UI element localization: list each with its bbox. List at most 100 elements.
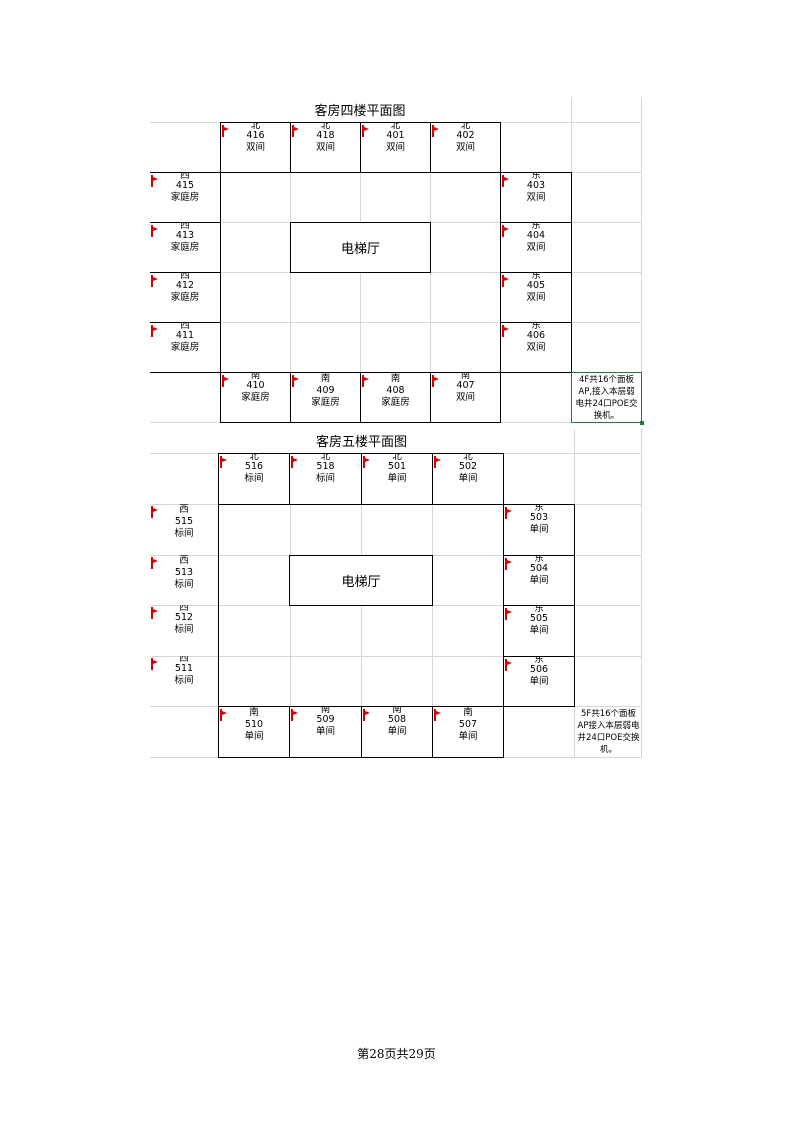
room-number: 418: [316, 130, 335, 141]
flag-icon: [502, 225, 509, 237]
room-direction: 南: [249, 707, 259, 718]
floor4-ap-note-text: 4F共16个面板AP,接入本层弱电井24口POE交换机。: [575, 374, 638, 421]
room-number: 401: [386, 130, 405, 141]
room-direction: 东: [531, 272, 541, 280]
room-type: 家庭房: [381, 397, 410, 408]
room-type: 双间: [526, 192, 546, 203]
gridline: [641, 97, 642, 422]
room-direction: 北: [250, 122, 261, 130]
room-direction: 北: [320, 122, 331, 130]
flag-icon: [151, 225, 158, 237]
flag-icon: [291, 709, 298, 721]
room-number: 406: [526, 330, 546, 341]
room-type: 家庭房: [170, 342, 200, 353]
room-number: 513: [174, 567, 194, 578]
elevator-hall-label: 电梯厅: [340, 242, 380, 257]
room-number: 415: [175, 180, 195, 191]
room-direction: 东: [531, 322, 541, 330]
room-direction: 东: [531, 172, 541, 180]
room-direction: 西: [179, 656, 189, 663]
room-number: 504: [529, 563, 549, 574]
room-type: 单间: [529, 676, 549, 687]
room-direction: 北: [249, 453, 259, 461]
room-type: 双间: [526, 242, 546, 253]
room-direction: 西: [179, 605, 189, 612]
room-direction: 东: [534, 555, 544, 563]
room-number: 503: [529, 512, 549, 523]
room-type: 单间: [458, 473, 478, 484]
room-number: 410: [246, 380, 265, 391]
room-type: 单间: [315, 726, 335, 737]
flag-icon: [151, 506, 158, 518]
room-direction: 北: [460, 122, 471, 130]
gridline: [641, 429, 642, 757]
flag-icon: [505, 507, 512, 519]
room-number: 511: [174, 663, 194, 674]
flag-icon: [363, 709, 370, 721]
room-type: 标间: [174, 675, 194, 686]
room-number: 402: [456, 130, 475, 141]
flag-icon: [220, 709, 227, 721]
room-type: 双间: [385, 142, 405, 153]
room-direction: 南: [463, 707, 473, 718]
floor4-ap-note[interactable]: 4F共16个面板AP,接入本层弱电井24口POE交换机。: [571, 372, 644, 425]
flag-icon: [151, 175, 158, 187]
room-number: 505: [529, 613, 549, 624]
room-type: 单间: [529, 575, 549, 586]
flag-icon: [291, 456, 298, 468]
fill-handle[interactable]: [640, 421, 644, 425]
flag-icon: [222, 375, 229, 387]
room-direction: 东: [534, 605, 544, 613]
room-number: 518: [316, 461, 335, 472]
gridline: [219, 656, 503, 657]
floor5-ap-note: 5F共16个面板AP接入本层弱电井24口POE交换机。: [575, 706, 642, 757]
room-direction: 北: [463, 453, 473, 461]
room-direction: 西: [180, 272, 190, 280]
room-number: 512: [174, 612, 194, 623]
room-type: 标间: [174, 624, 194, 635]
flag-icon: [220, 456, 227, 468]
room-number: 506: [529, 664, 549, 675]
room-number: 508: [387, 714, 407, 725]
room-number: 516: [244, 461, 264, 472]
room-direction: 北: [390, 122, 401, 130]
flag-icon: [505, 608, 512, 620]
elevator-hall: 电梯厅: [290, 222, 431, 273]
floor5-title: 客房五楼平面图: [315, 435, 407, 450]
elevator-hall-label: 电梯厅: [341, 575, 381, 590]
room-type: 单间: [529, 625, 549, 636]
room-type: 双间: [455, 142, 475, 153]
room-number: 510: [244, 719, 264, 730]
room-direction: 南: [392, 706, 402, 714]
flag-icon: [151, 557, 158, 569]
room-number: 408: [386, 385, 405, 396]
room-type: 单间: [387, 473, 407, 484]
room-direction: 西: [179, 504, 189, 515]
flag-icon: [432, 375, 439, 387]
flag-icon: [151, 658, 158, 670]
room-number: 412: [175, 280, 195, 291]
room-direction: 南: [320, 706, 331, 714]
room-number: 409: [316, 385, 335, 396]
room-type: 家庭房: [170, 292, 200, 303]
room-direction: 西: [180, 172, 190, 180]
room-type: 标间: [174, 528, 194, 539]
elevator-hall: 电梯厅: [289, 555, 433, 606]
